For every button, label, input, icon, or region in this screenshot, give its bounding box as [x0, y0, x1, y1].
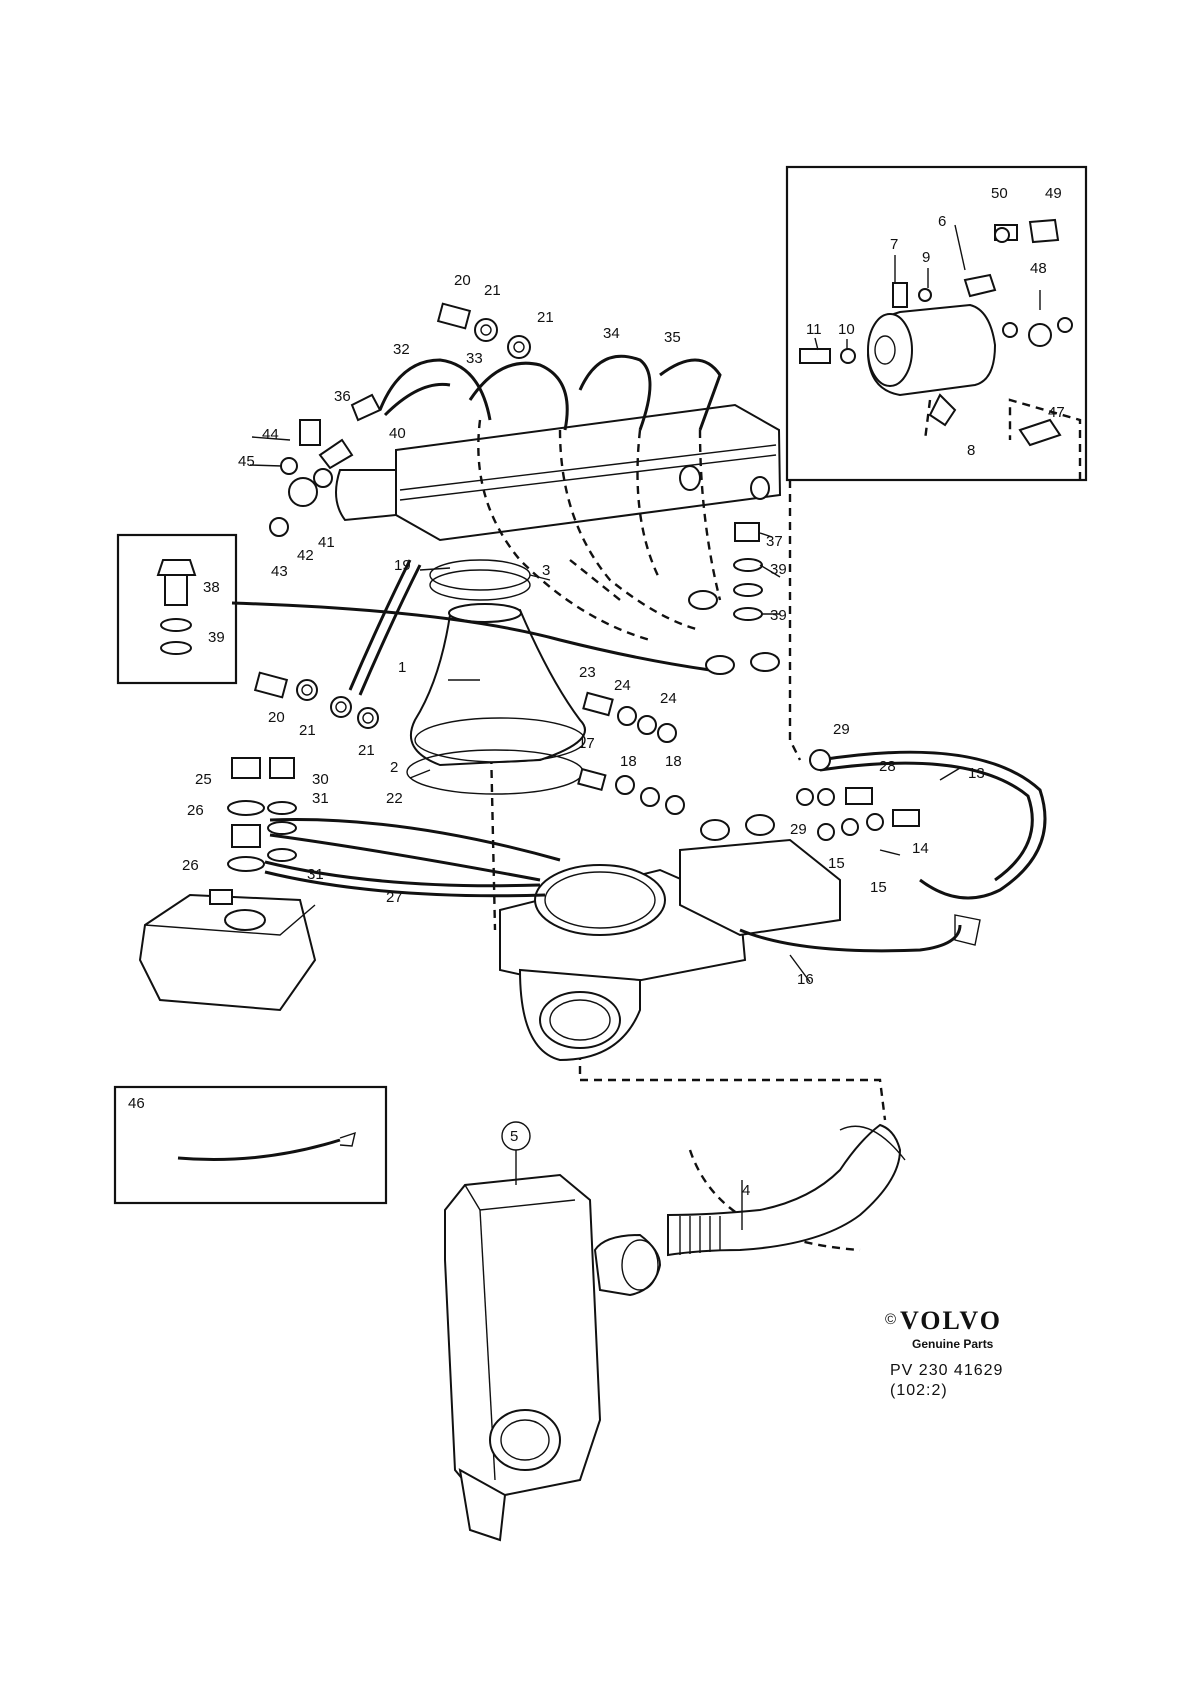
- callout-13: 13: [968, 765, 985, 782]
- callout-3: 3: [542, 562, 550, 579]
- fittings: [227, 302, 920, 872]
- callout-36: 36: [334, 388, 351, 405]
- callout-6: 6: [938, 213, 946, 230]
- callout-16: 16: [797, 971, 814, 988]
- inset-box-hose-46: [113, 1085, 388, 1205]
- lines-22-27: [264, 818, 561, 898]
- callout-35: 35: [664, 329, 681, 346]
- air-boot: [406, 559, 586, 795]
- hoses-upper: [348, 354, 722, 696]
- callout-40: 40: [389, 425, 406, 442]
- callout-47: 47: [1048, 404, 1065, 421]
- callout-8: 8: [967, 442, 975, 459]
- callout-24b: 24: [660, 690, 677, 707]
- callout-29a: 29: [833, 721, 850, 738]
- callout-46: 46: [128, 1095, 145, 1112]
- callout-41: 41: [318, 534, 335, 551]
- reference-page: (102:2): [890, 1382, 948, 1399]
- callout-27: 27: [386, 889, 403, 906]
- callout-25: 25: [195, 771, 212, 788]
- callout-43: 43: [271, 563, 288, 580]
- intake-hose: [667, 1123, 906, 1257]
- callout-23: 23: [579, 664, 596, 681]
- callout-42: 42: [297, 547, 314, 564]
- inset-box-banjo-bolt: [116, 533, 238, 685]
- callout-11: 11: [806, 321, 822, 338]
- callout-45: 45: [238, 453, 255, 470]
- callout-39b: 39: [770, 561, 787, 578]
- callout-19: 19: [394, 557, 411, 574]
- callout-21c: 21: [299, 722, 316, 739]
- callout-50: 50: [991, 185, 1008, 202]
- leader-lines: [249, 224, 1041, 1230]
- callout-31a: 31: [312, 790, 329, 807]
- callout-5: 5: [510, 1128, 518, 1145]
- callout-34: 34: [603, 325, 620, 342]
- throttle-housing: [499, 814, 841, 1062]
- callout-44: 44: [262, 426, 279, 443]
- callout-17: 17: [578, 735, 595, 752]
- callout-39c: 39: [770, 607, 787, 624]
- callout-37: 37: [766, 533, 783, 550]
- callout-30: 30: [312, 771, 329, 788]
- callout-28: 28: [879, 758, 896, 775]
- callout-32: 32: [393, 341, 410, 358]
- callout-15b: 15: [870, 879, 887, 896]
- callout-22: 22: [386, 790, 403, 807]
- fuel-pump-assembly: [799, 218, 1073, 447]
- callout-18a: 18: [620, 753, 637, 770]
- inset-box-fuel-pump: [785, 165, 1088, 482]
- callout-29b: 29: [790, 821, 807, 838]
- callout-49: 49: [1045, 185, 1062, 202]
- copyright-symbol: ©: [885, 1311, 896, 1328]
- brand-block: © VOLVO Genuine Parts PV 230 41629 (102:…: [885, 1306, 1003, 1399]
- hose-46: [177, 1138, 341, 1162]
- callout-48: 48: [1030, 260, 1047, 277]
- callout-26a: 26: [187, 802, 204, 819]
- banjo-bolt: [156, 559, 197, 655]
- callout-21a: 21: [484, 282, 501, 299]
- control-unit: [138, 889, 317, 1012]
- brand-tagline: Genuine Parts: [912, 1337, 994, 1351]
- callout-4: 4: [742, 1182, 750, 1199]
- callout-10: 10: [838, 321, 855, 338]
- callout-9: 9: [922, 249, 930, 266]
- callout-21b: 21: [537, 309, 554, 326]
- air-cleaner: [444, 1173, 662, 1542]
- manifold-cover: [335, 403, 782, 542]
- hidden-routing: [477, 398, 1082, 1252]
- callout-31b: 31: [307, 866, 324, 883]
- callout-20a: 20: [454, 272, 471, 289]
- pipe-38: [231, 601, 711, 672]
- callout-15a: 15: [828, 855, 845, 872]
- callout-18b: 18: [665, 753, 682, 770]
- callout-2: 2: [390, 759, 398, 776]
- callout-labels: 1 2 3 4 5 6 7 8 9 10 11 13 14 15 15 16 1…: [128, 185, 1065, 1199]
- callout-39a: 39: [208, 629, 225, 646]
- lines-13-16: [739, 750, 1047, 953]
- callout-21d: 21: [358, 742, 375, 759]
- callout-7: 7: [890, 236, 898, 253]
- brand-name: VOLVO: [900, 1306, 1002, 1335]
- callout-33: 33: [466, 350, 483, 367]
- callout-20b: 20: [268, 709, 285, 726]
- callout-14: 14: [912, 840, 929, 857]
- reference-code: PV 230 41629: [890, 1362, 1003, 1379]
- callout-1: 1: [398, 659, 406, 676]
- callout-26b: 26: [182, 857, 199, 874]
- callout-24a: 24: [614, 677, 631, 694]
- callout-38: 38: [203, 579, 220, 596]
